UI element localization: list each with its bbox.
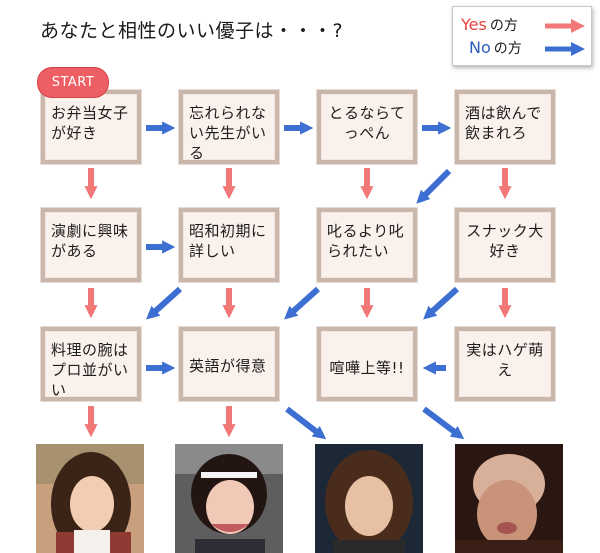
- node-fight: 喧嘩上等!!: [316, 326, 418, 402]
- node-cooking: 料理の腕はプロ並がいい: [40, 326, 142, 402]
- no-arrow: [146, 286, 183, 320]
- legend-no-suffix: の方: [493, 41, 522, 57]
- legend-yes-suffix: の方: [489, 18, 518, 34]
- node-scolded: 叱るより叱られたい: [316, 207, 418, 283]
- result-portrait-2: [175, 444, 283, 553]
- legend: Yes の方 No の方: [452, 6, 592, 66]
- start-badge: START: [37, 67, 109, 98]
- no-arrow: [285, 406, 327, 440]
- node-showa: 昭和初期に詳しい: [178, 207, 280, 283]
- legend-yes-key: Yes: [461, 15, 487, 34]
- yes-arrow-icon: [545, 19, 585, 33]
- no-arrow: [423, 286, 460, 320]
- no-arrow: [422, 406, 465, 440]
- node-teacher: 忘れられない先生がいる: [178, 89, 280, 165]
- legend-no-key: No: [469, 38, 491, 57]
- node-drama: 演劇に興味がある: [40, 207, 142, 283]
- no-arrow: [284, 286, 321, 320]
- no-arrow: [416, 168, 452, 204]
- node-tenpen: とるならてっぺん: [316, 89, 418, 165]
- node-snack: スナック大好き: [454, 207, 556, 283]
- result-portrait-3: [315, 444, 423, 553]
- node-bald: 実はハゲ萌え: [454, 326, 556, 402]
- result-portrait-1: [36, 444, 144, 553]
- node-drinker: 酒は飲んで飲まれろ: [454, 89, 556, 165]
- node-lunch-girl: お弁当女子が好き: [40, 89, 142, 165]
- legend-yes: Yes の方: [461, 15, 518, 35]
- page-title: あなたと相性のいい優子は・・・?: [40, 20, 344, 42]
- no-arrow-icon: [545, 42, 585, 56]
- legend-no: No の方: [469, 38, 522, 58]
- node-english: 英語が得意: [178, 326, 280, 402]
- result-portrait-4: [455, 444, 563, 553]
